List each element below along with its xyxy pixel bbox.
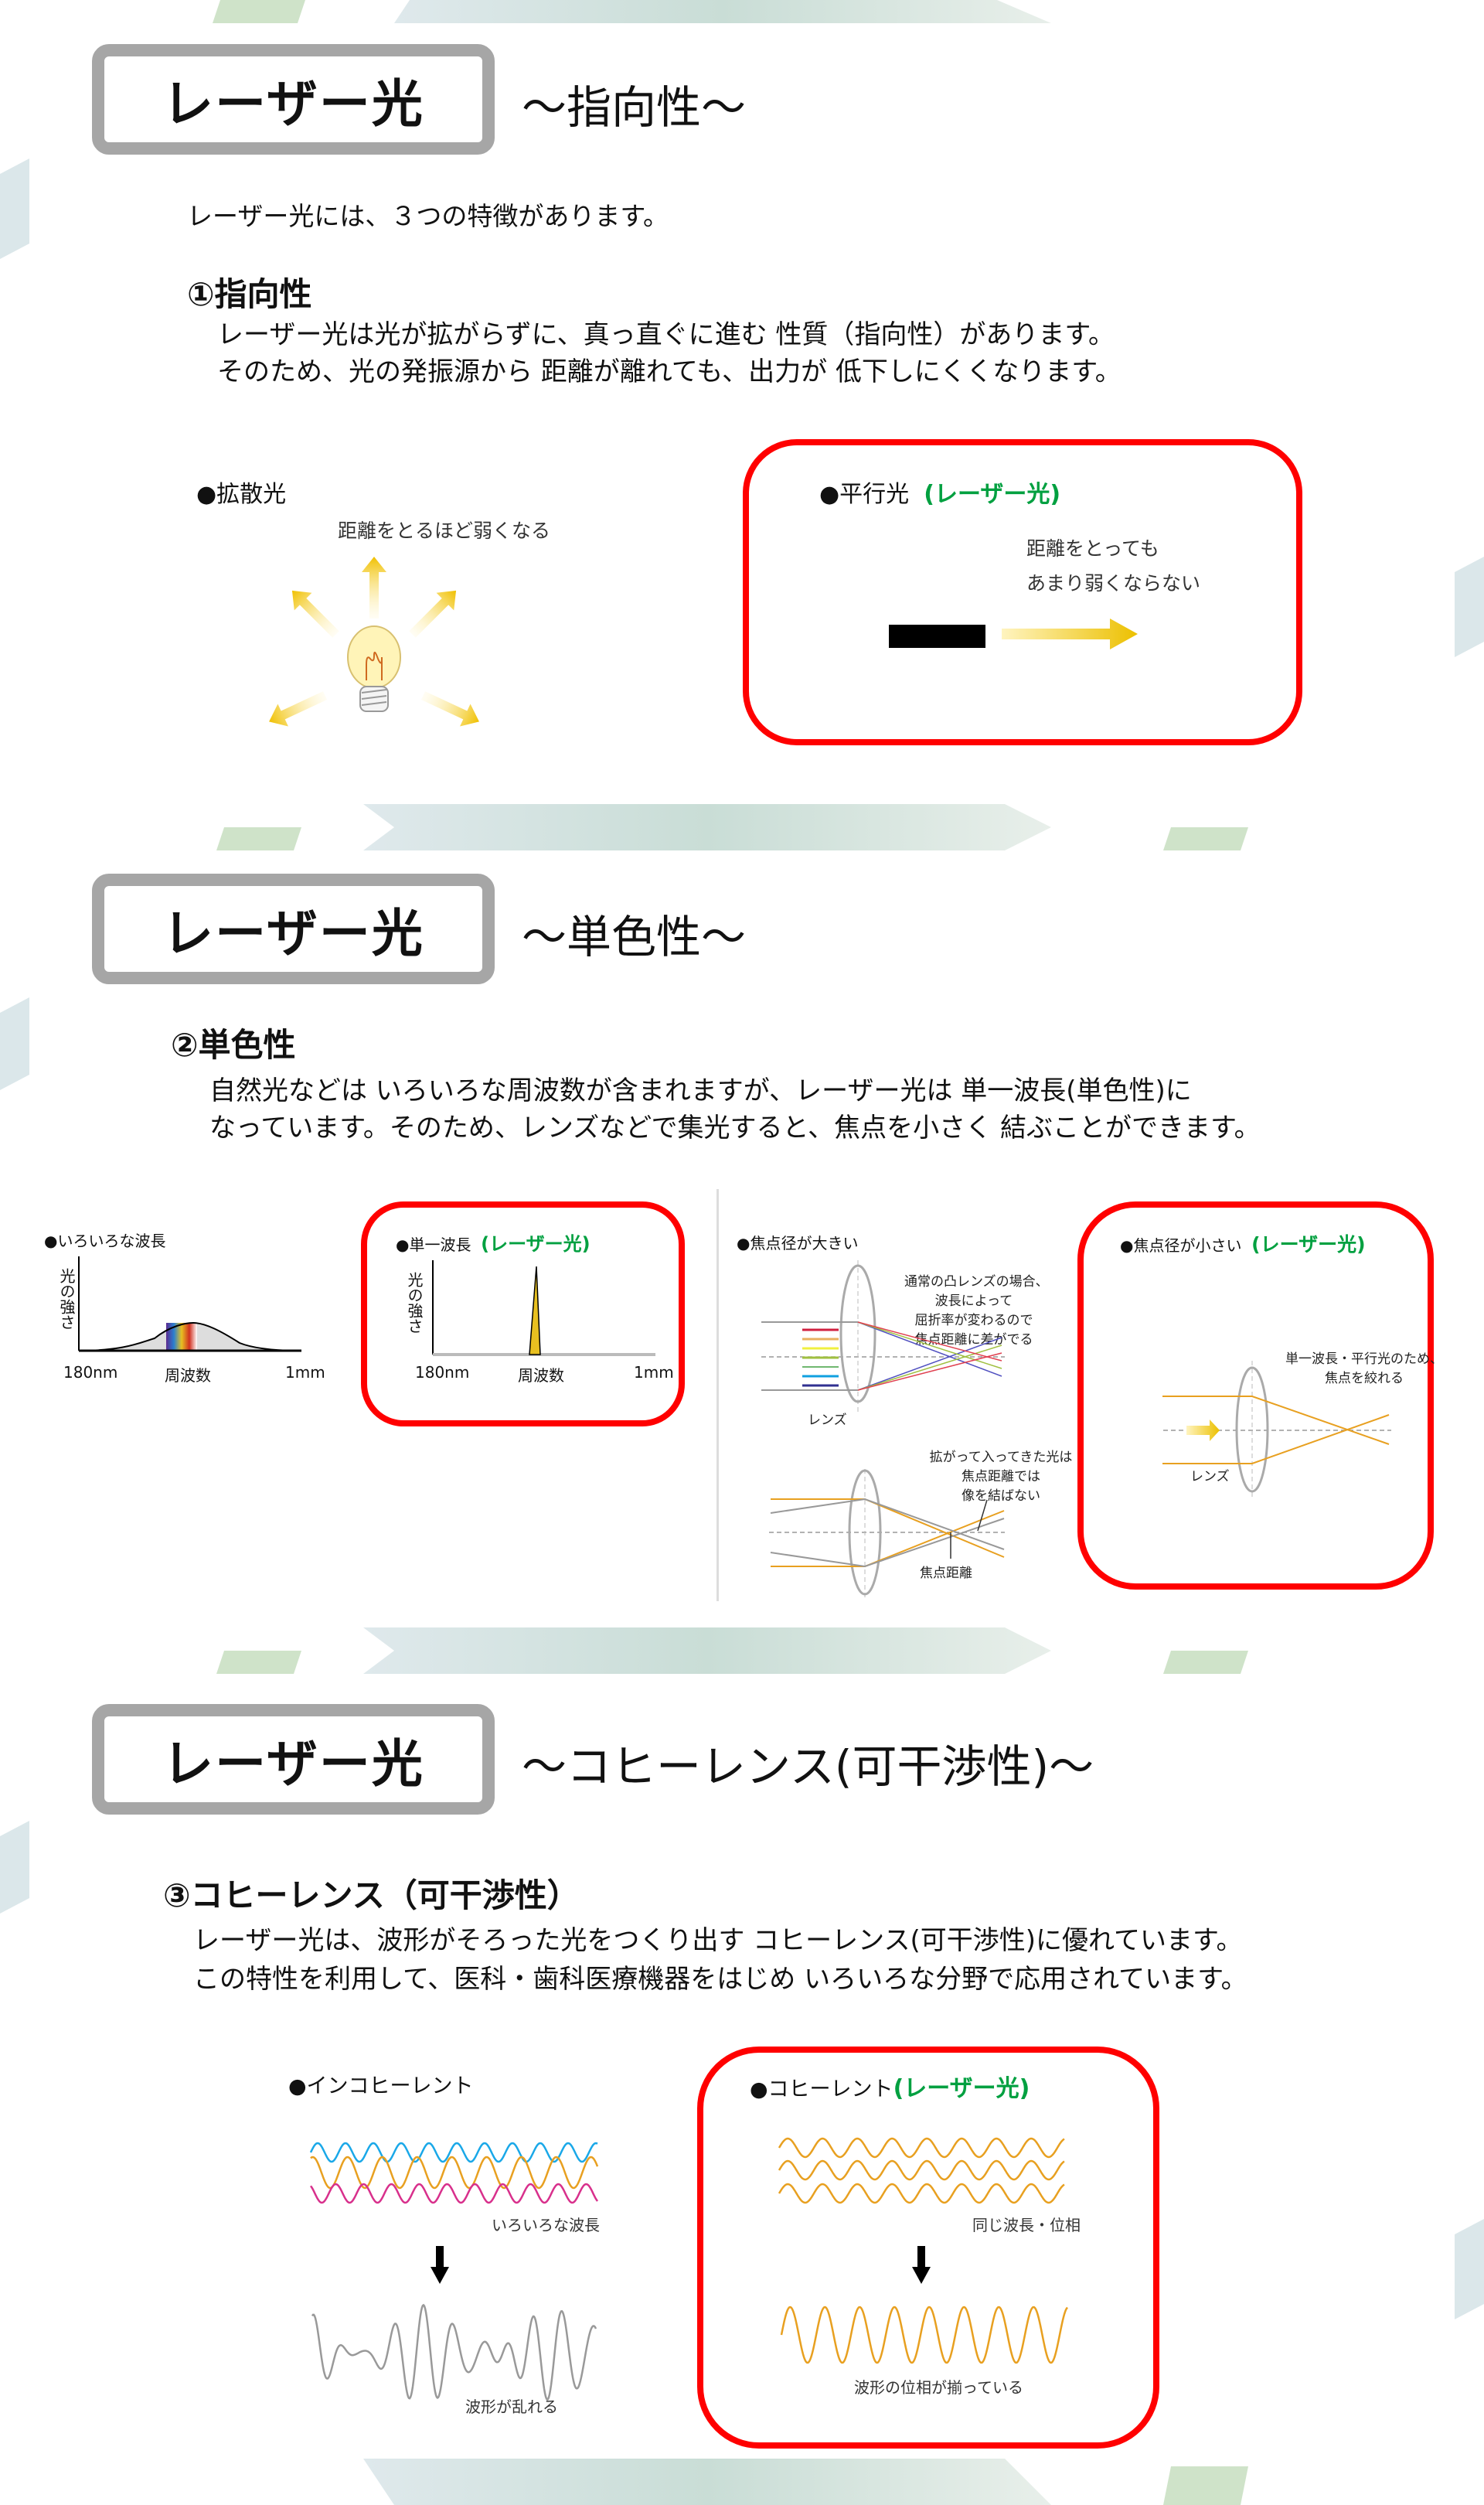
spectrum-wide-chart	[78, 1256, 302, 1352]
parallel-light-caption: あまり弱くならない	[1026, 572, 1201, 595]
spectrum-xmin: 180nm	[63, 1363, 118, 1382]
section-subtitle: ～コヒーレンス(可干渉性)～	[522, 1740, 1094, 1793]
wave-orange	[310, 2156, 599, 2190]
laser-source-block	[889, 625, 985, 648]
spectrum-ylabel: 光の強さ	[405, 1272, 424, 1334]
section-subtitle: ～単色性～	[522, 911, 747, 963]
section-title-box: レーザー光	[92, 874, 495, 984]
beam-arrow-icon	[1002, 619, 1138, 649]
focus-small-label: ●焦点径が小さい (レーザー光)	[1120, 1229, 1366, 1257]
laser-highlight-box	[697, 2047, 1159, 2449]
wave-magenta	[309, 2183, 599, 2204]
note-line: 波長によって	[934, 1293, 1013, 1309]
down-arrow-icon	[912, 2246, 931, 2284]
parallel-light-text: ●平行光	[819, 481, 910, 508]
light-bulb-icon	[269, 557, 479, 727]
incoherent-caption: いろいろな波長	[492, 2216, 600, 2234]
laser-highlight-box	[743, 439, 1302, 745]
feature-paragraph: そのため、光の発振源から 距離が離れても、出力が 低下しにくくなります。	[217, 356, 1122, 387]
wave-blue	[309, 2142, 598, 2163]
decorative-shard-right	[1455, 557, 1484, 657]
decorative-shard-left2	[0, 997, 29, 1090]
note-line: 屈折率が変わるので	[914, 1313, 1033, 1328]
feature-paragraph: この特性を利用して、医科・歯科医療機器をはじめ いろいろな分野で応用されています…	[193, 1964, 1247, 1995]
feature-heading: ①指向性	[187, 275, 312, 313]
wave-orange	[778, 2159, 1065, 2181]
wave-disordered	[311, 2303, 597, 2401]
decorative-shard-left3	[0, 1821, 29, 1914]
wave-coherent-combined	[780, 2306, 1068, 2364]
spectrum-xlabel: 周波数	[165, 1366, 211, 1385]
decorative-shard-right3	[1455, 2219, 1484, 2319]
decorative-band-bottom	[363, 2459, 1248, 2505]
focus-small-note: 単一波長・平行光のため、 焦点を絞れる	[1275, 1348, 1453, 1386]
spectrum-xmax: 1mm	[285, 1363, 325, 1382]
feature-paragraph: レーザー光は光が拡がらずに、真っ直ぐに進む 性質（指向性）があります。	[217, 319, 1115, 350]
feature-heading: ②単色性	[171, 1026, 296, 1064]
lens-dispersion-diagram	[761, 1260, 1005, 1415]
lens-label: レンズ	[1190, 1469, 1230, 1484]
note-line: 焦点距離に差がでる	[914, 1332, 1033, 1348]
intro-text: レーザー光には、３つの特徴があります。	[187, 201, 669, 231]
focus-large-note: 通常の凸レンズの場合、 波長によって 屈折率が変わるので 焦点距離に差がでる	[904, 1270, 1049, 1348]
feature-heading: ③コヒーレンス（可干渉性）	[163, 1876, 580, 1914]
wave-orange	[778, 2183, 1065, 2204]
note-line: 焦点を絞れる	[1325, 1371, 1404, 1386]
laser-tag: (レーザー光)	[1251, 1233, 1366, 1256]
feature-paragraph: 自然光などは いろいろな周波数が含まれますが、レーザー光は 単一波長(単色性)に	[209, 1075, 1192, 1106]
parallel-light-caption: 距離をとっても	[1026, 537, 1159, 560]
spectrum-xmax: 1mm	[634, 1363, 674, 1382]
incoherent-label: ●インコヒーレント	[288, 2074, 474, 2098]
parallel-light-label: ●平行光 (レーザー光)	[819, 475, 1060, 509]
spectrum-single-text: ●単一波長	[396, 1235, 471, 1254]
focus-large-note2: 拡がって入ってきた光は 焦点距離では 像を結ばない	[924, 1446, 1078, 1504]
colored-ray-arrows	[802, 1328, 839, 1387]
lens-focus-diagram	[1162, 1361, 1391, 1500]
coherent-text: ●コヒーレント	[750, 2077, 893, 2101]
vertical-divider	[716, 1189, 719, 1601]
coherent-label: ●コヒーレント(レーザー光)	[750, 2069, 1030, 2103]
feature-paragraph: レーザー光は、波形がそろった光をつくり出す コヒーレンス(可干渉性)に優れていま…	[193, 1925, 1243, 1956]
laser-tag: (レーザー光)	[481, 1233, 591, 1255]
spectrum-xmin: 180nm	[415, 1363, 470, 1382]
laser-tag: (レーザー光)	[893, 2075, 1030, 2102]
diffuse-light-label: ●拡散光	[196, 481, 287, 508]
spectrum-single-label: ●単一波長 (レーザー光)	[396, 1229, 591, 1256]
wave-orange	[778, 2137, 1065, 2159]
note-line: 単一波長・平行光のため、	[1285, 1351, 1443, 1367]
lens-divergent-diagram	[769, 1469, 1005, 1600]
spectrum-wide-label: ●いろいろな波長	[44, 1232, 166, 1250]
note-line: 焦点距離では	[962, 1469, 1040, 1484]
laser-tag: (レーザー光)	[924, 481, 1061, 508]
beam-arrow-icon	[1186, 1420, 1220, 1441]
focal-length-label: 焦点距離	[920, 1566, 972, 1581]
decorative-shard-left	[0, 158, 29, 259]
section-title: レーザー光	[162, 1733, 424, 1794]
note-line: 通常の凸レンズの場合、	[904, 1274, 1049, 1290]
lens-label: レンズ	[808, 1413, 847, 1428]
laser-highlight-box	[361, 1201, 685, 1426]
spectrum-xlabel: 周波数	[518, 1366, 564, 1385]
incoherent-result-caption: 波形が乱れる	[465, 2398, 558, 2416]
section-title: レーザー光	[162, 903, 424, 963]
down-arrow-icon	[431, 2246, 449, 2284]
section-title: レーザー光	[162, 73, 424, 134]
diffuse-light-caption: 距離をとるほど弱くなる	[338, 520, 551, 542]
section-title-box: レーザー光	[92, 44, 495, 155]
note-line: 像を結ばない	[962, 1488, 1040, 1504]
decorative-band-top	[213, 0, 1051, 23]
focus-small-text: ●焦点径が小さい	[1120, 1236, 1242, 1255]
spectrum-ylabel: 光の強さ	[57, 1268, 76, 1330]
note-line: 拡がって入ってきた光は	[929, 1450, 1073, 1465]
section-subtitle: ～指向性～	[522, 81, 747, 134]
decorative-band-mid1	[216, 804, 1248, 850]
spectrum-single-chart	[432, 1260, 655, 1356]
decorative-band-mid2	[216, 1627, 1248, 1674]
coherent-caption: 同じ波長・位相	[972, 2216, 1081, 2234]
section-title-box: レーザー光	[92, 1704, 495, 1815]
focus-large-label: ●焦点径が大きい	[737, 1234, 859, 1252]
coherent-result-caption: 波形の位相が揃っている	[854, 2378, 1023, 2397]
laser-highlight-box	[1077, 1201, 1434, 1590]
feature-paragraph: なっています。そのため、レンズなどで集光すると、焦点を小さく 結ぶことができます…	[209, 1113, 1261, 1143]
